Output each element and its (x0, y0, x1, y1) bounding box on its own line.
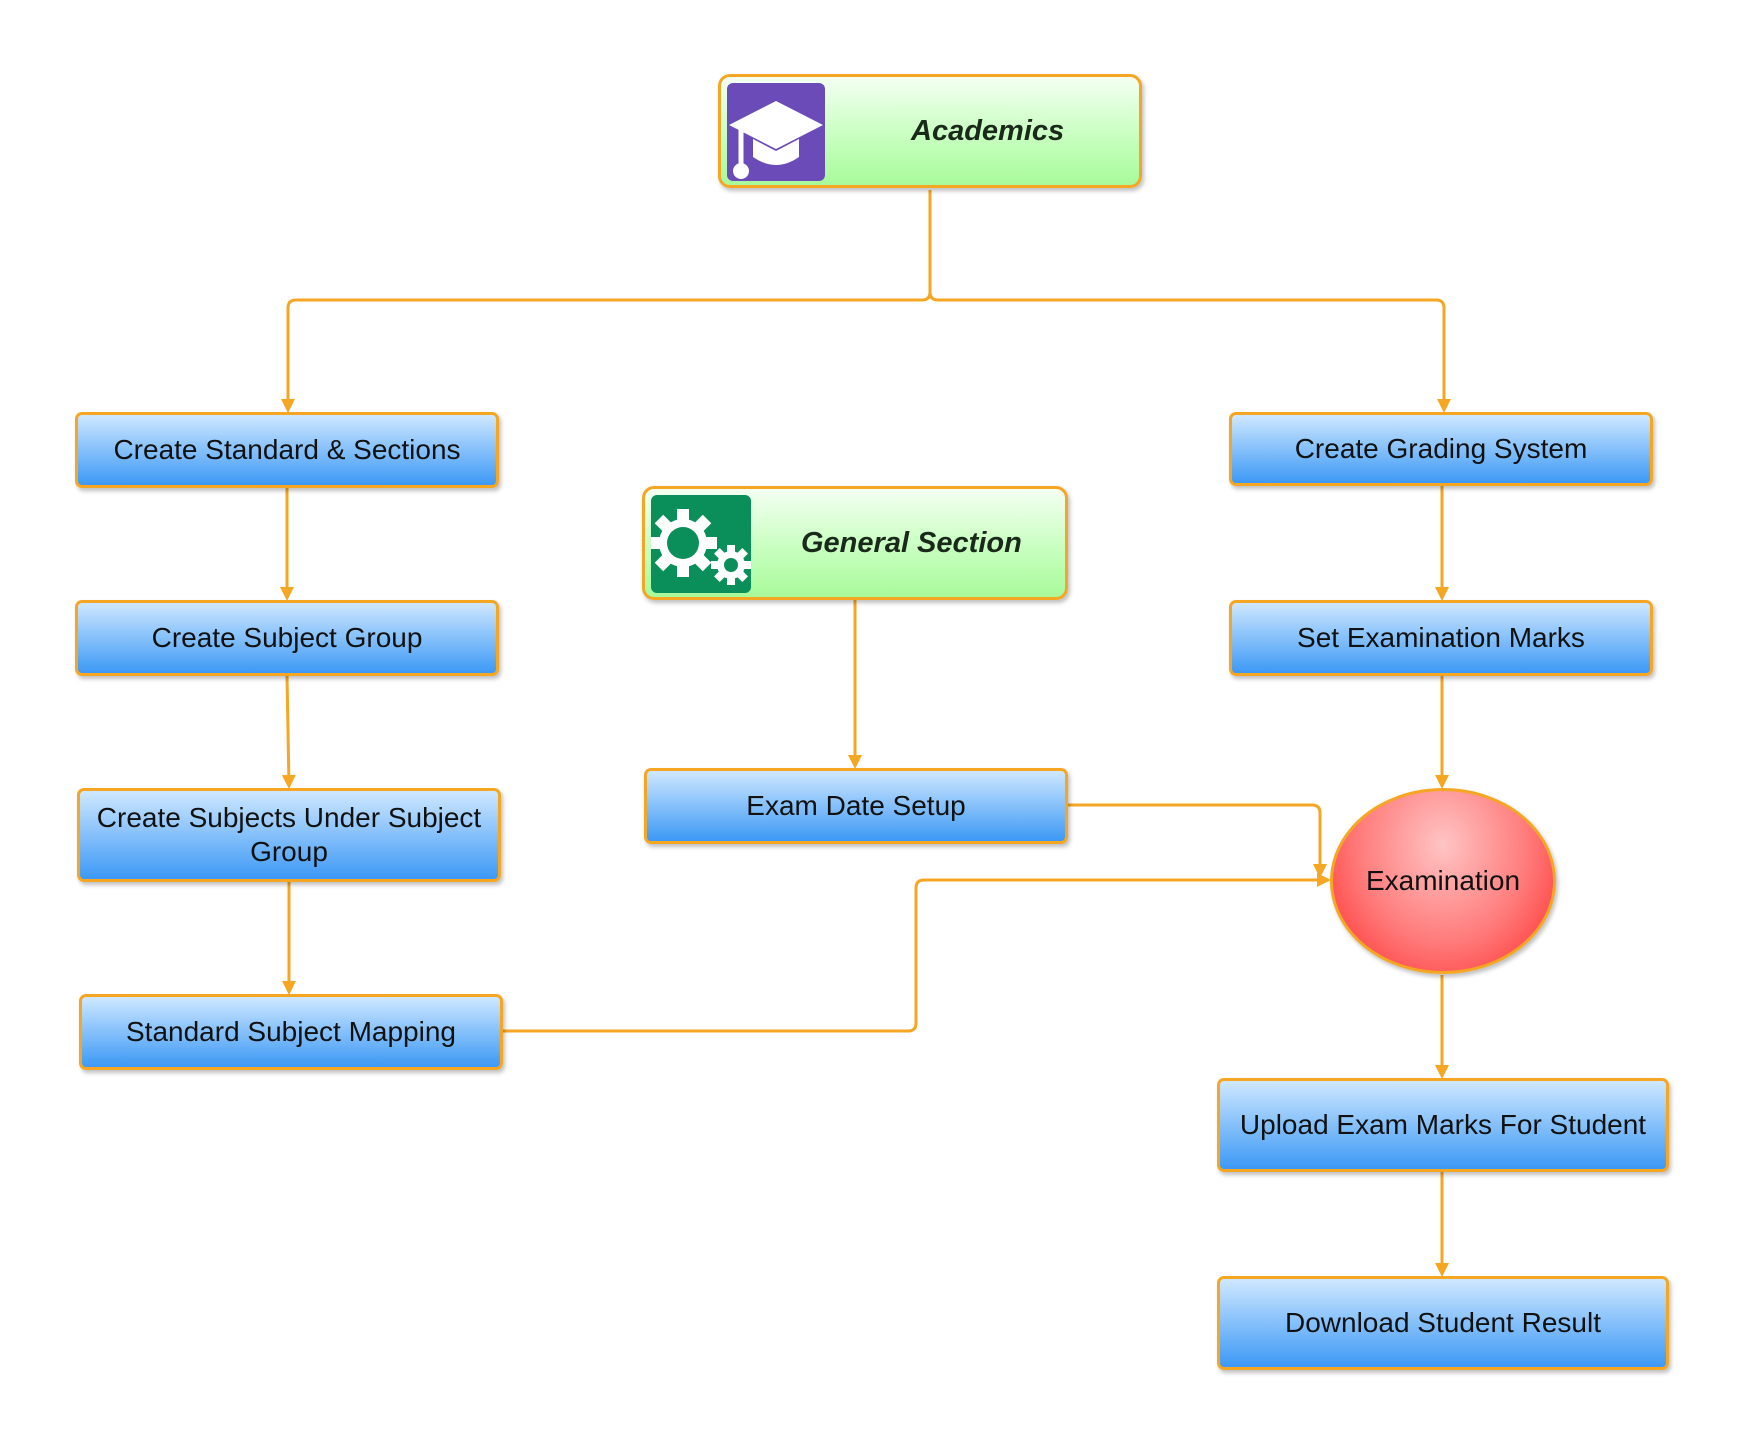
download-student-result-box[interactable]: Download Student Result (1217, 1276, 1669, 1370)
connector-group-to-subjects (281, 675, 296, 789)
connector-academics-branch (281, 190, 932, 413)
connector-mapping-to-examination (502, 873, 1331, 1033)
exam-date-setup-box[interactable]: Exam Date Setup (644, 768, 1068, 844)
create-grading-system-box[interactable]: Create Grading System (1229, 412, 1653, 486)
create-subjects-under-group-box[interactable]: Create Subjects Under Subject Group (77, 788, 501, 882)
connector-academics-grading (928, 291, 1451, 413)
examination-node[interactable]: Examination (1330, 788, 1556, 974)
create-subject-group-box[interactable]: Create Subject Group (75, 600, 499, 676)
create-standard-sections-box[interactable]: Create Standard & Sections (75, 412, 499, 488)
academics-title: Academics (911, 114, 1065, 147)
set-examination-marks-box[interactable]: Set Examination Marks (1229, 600, 1653, 676)
standard-subject-mapping-box[interactable]: Standard Subject Mapping (79, 994, 503, 1070)
connector-examdate-to-examination (1068, 803, 1327, 878)
upload-exam-marks-box[interactable]: Upload Exam Marks For Student (1217, 1078, 1669, 1172)
gears-icon (651, 495, 751, 593)
academics-header[interactable]: Academics (718, 74, 1142, 188)
general-section-title: General Section (801, 526, 1022, 559)
graduation-cap-icon (727, 83, 825, 181)
general-section-header[interactable]: General Section (642, 486, 1068, 600)
